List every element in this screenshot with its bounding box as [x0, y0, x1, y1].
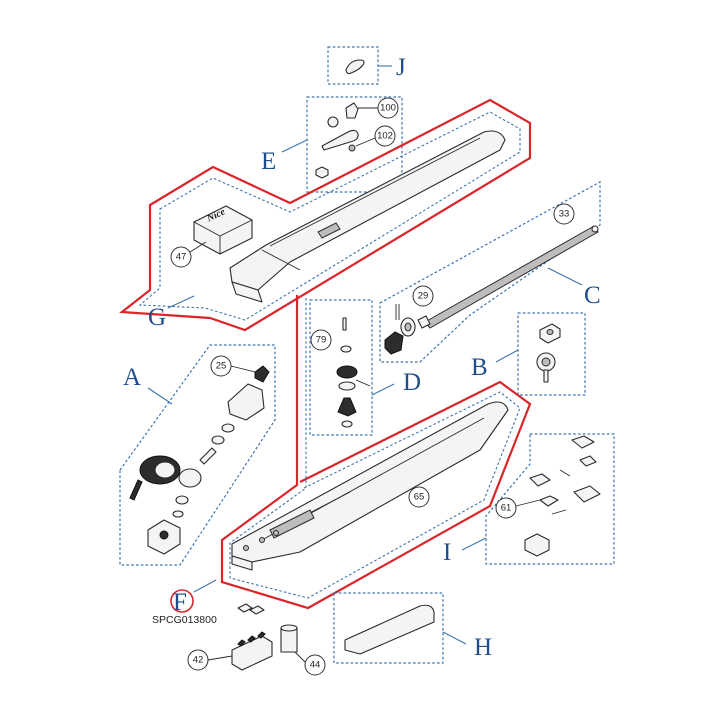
group-h-box [333, 592, 444, 664]
housing-cover-inner-outline [138, 111, 521, 321]
part-screw-shaft [417, 225, 599, 329]
group-f-leader [193, 579, 217, 593]
group-f-label: F [173, 589, 187, 616]
group-e-label: E [261, 148, 276, 175]
part-key-clip [345, 59, 365, 75]
group-g-leader [167, 295, 195, 309]
group-h-leader [442, 631, 467, 645]
group-i-box [485, 433, 615, 565]
part-number-44: 44 [310, 660, 321, 671]
group-f-circle [170, 589, 194, 613]
group-b: B [471, 312, 586, 396]
part-number-47: 47 [176, 252, 187, 263]
group-d-label: D [403, 369, 421, 396]
group-d: 79 D [309, 299, 421, 436]
part-mounting-plate [344, 604, 435, 655]
part-top-cover [229, 130, 506, 303]
group-h: H [333, 592, 492, 664]
housing-cover-red-outline [119, 98, 532, 332]
group-a-leader [147, 387, 173, 405]
group-c-leader [547, 267, 583, 286]
part-number-79: 79 [316, 335, 327, 346]
group-d-box [309, 299, 373, 436]
base-housing-red-outline [220, 295, 532, 610]
group-j-label: J [396, 54, 406, 81]
part-cylinder [280, 624, 298, 653]
part-motor [129, 365, 270, 555]
drawing-code: SPCG013800 [152, 614, 217, 626]
part-brand-cap: Nice [193, 205, 253, 255]
group-h-label: H [474, 634, 492, 661]
group-f: 65 F SPCG013800 [152, 295, 532, 626]
group-c: 33 29 C [379, 180, 601, 363]
group-j: J [327, 46, 406, 85]
part-release-key [536, 323, 561, 383]
group-b-leader [495, 349, 519, 363]
group-a-box [119, 344, 276, 566]
group-g: Nice 47 G [119, 98, 532, 332]
part-number-42: 42 [193, 655, 204, 666]
loose-parts: 42 44 [187, 603, 326, 676]
group-a: 25 A [119, 344, 276, 566]
part-number-61: 61 [501, 503, 512, 514]
part-number-29: 29 [418, 291, 429, 302]
part-number-33: 33 [559, 209, 570, 220]
group-i-label: I [443, 539, 451, 566]
group-g-label: G [148, 304, 166, 331]
group-i-leader [461, 537, 487, 551]
part-base-housing [231, 401, 509, 571]
group-d-leader [371, 383, 395, 396]
part-gear-bearing [384, 304, 416, 355]
part-number-100: 100 [380, 103, 396, 114]
group-e-leader [281, 139, 308, 153]
group-a-label: A [123, 364, 141, 391]
group-b-box [517, 312, 586, 396]
group-e: 100 102 E [261, 96, 403, 193]
part-terminal-block [231, 603, 273, 671]
base-housing-inner-outline [229, 298, 521, 599]
part-number-65: 65 [414, 492, 425, 503]
part-electronics-set [524, 435, 601, 557]
group-c-label: C [584, 282, 601, 309]
group-e-box [306, 96, 403, 193]
part-gear-stack [336, 317, 371, 428]
part-number-25: 25 [216, 361, 227, 372]
group-c-box [379, 180, 601, 363]
part-number-102: 102 [377, 131, 393, 142]
part-release-lever [315, 102, 359, 179]
group-i: 61 I [443, 433, 615, 566]
group-b-label: B [471, 354, 488, 381]
